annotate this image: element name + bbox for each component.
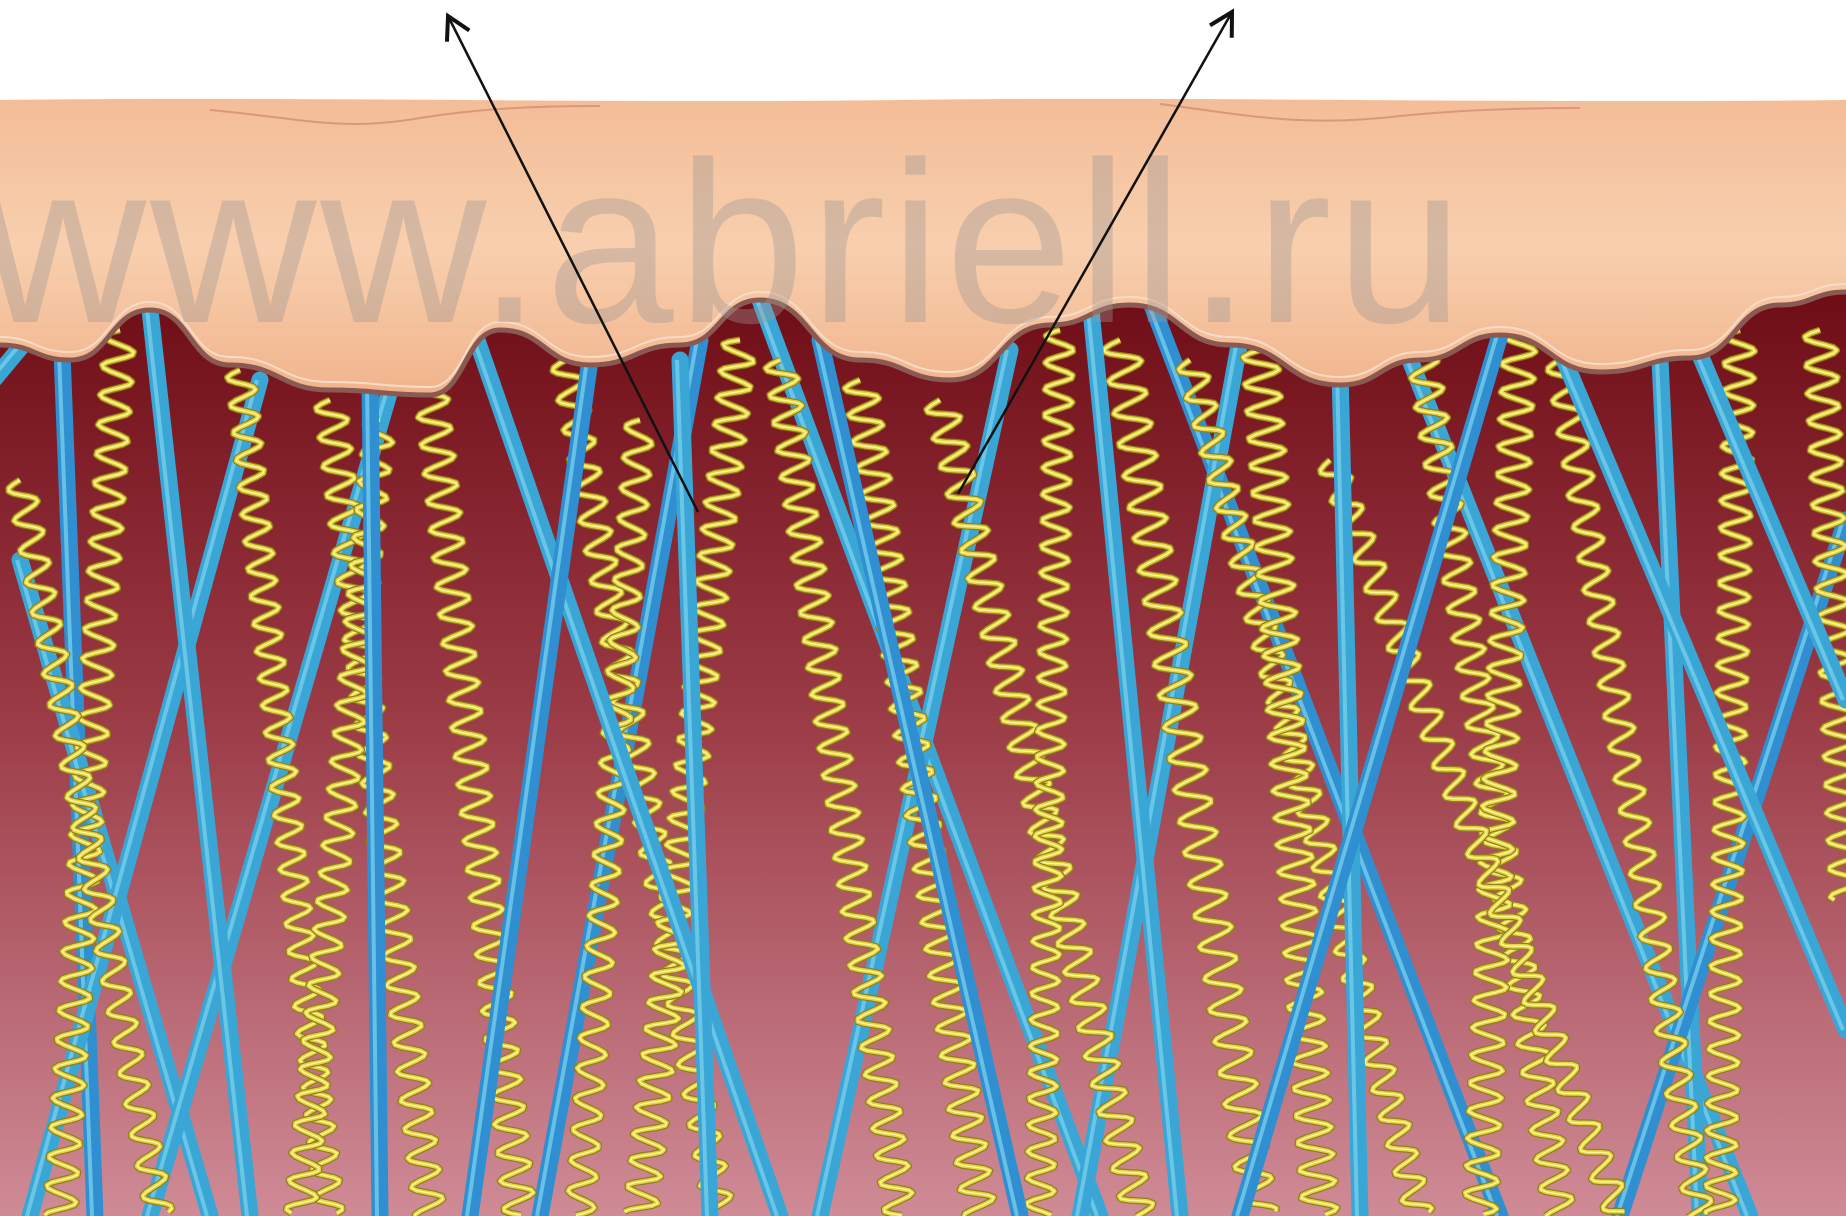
watermark-text: www.abriell.ru	[0, 114, 1468, 371]
